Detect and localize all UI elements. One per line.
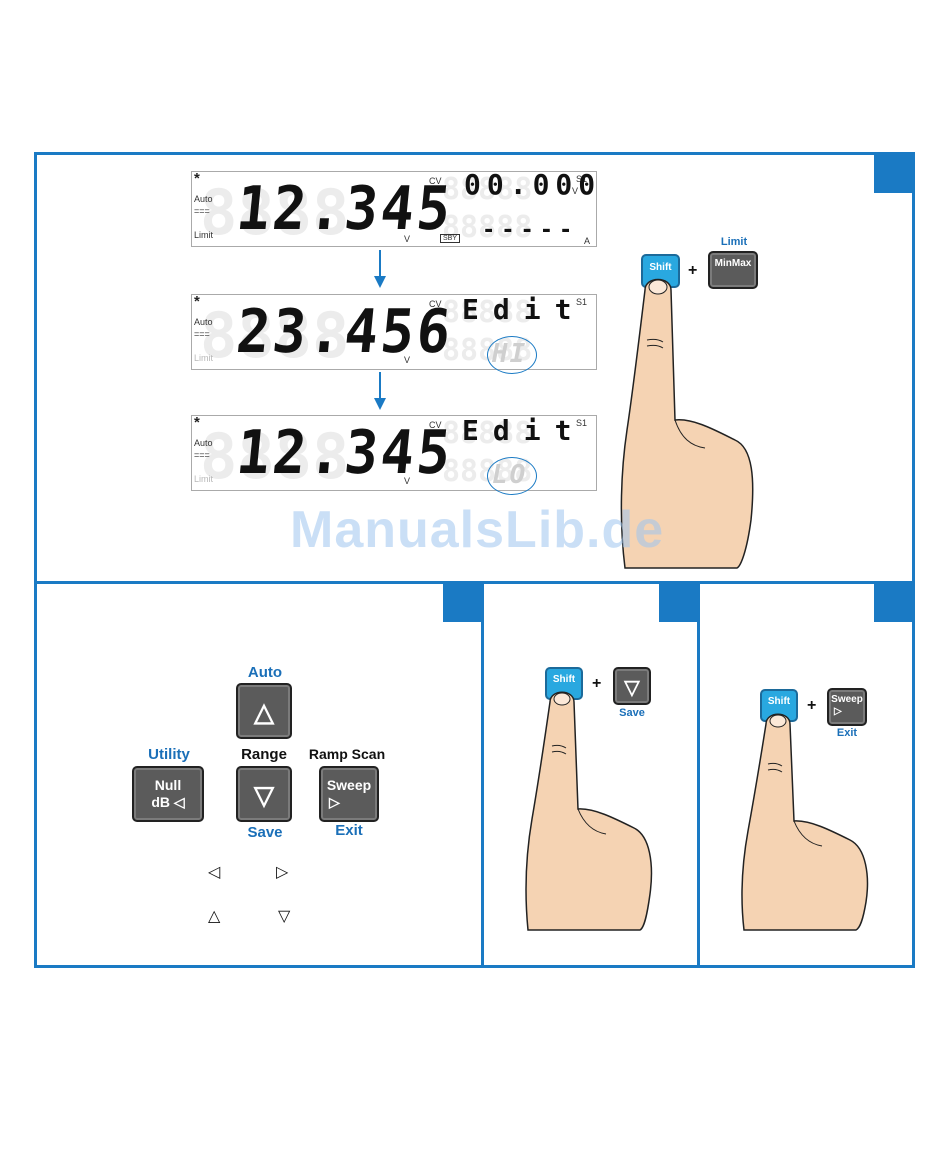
limit-label: Limit xyxy=(720,236,748,248)
left-arrow-icon: ◁ xyxy=(208,864,221,881)
s1-annunciator: S1 xyxy=(576,418,588,428)
step-marker-left xyxy=(443,584,481,622)
main-unit: V xyxy=(404,355,411,365)
range-label: Range xyxy=(241,746,287,763)
shift-key-label: Shift xyxy=(552,674,576,685)
shift-key-label: Shift xyxy=(767,696,791,707)
edit-label: Edit xyxy=(462,294,586,326)
exit-label: Exit xyxy=(836,727,858,739)
down-triangle-icon: ▽ xyxy=(624,677,640,699)
highlight-lo xyxy=(487,457,537,495)
sweep-key[interactable]: Sweep ▷ xyxy=(319,766,379,822)
up-arrow-icon: △ xyxy=(208,908,221,925)
sweep-right-icon: ▷ xyxy=(329,794,340,810)
main-reading: 12.345 xyxy=(233,418,457,488)
voltage-setting-unit: V xyxy=(572,186,579,196)
utility-label: Utility xyxy=(148,746,190,763)
down-arrow-2 xyxy=(374,372,386,410)
range-down-key[interactable]: ▽ xyxy=(236,766,292,822)
cv-annunciator: CV xyxy=(429,176,442,186)
db-key-label: dB ◁ xyxy=(151,794,185,810)
ramp-scan-label: Ramp Scan xyxy=(308,746,386,762)
main-reading: 23.456 xyxy=(233,297,457,367)
voltage-setting: 00.000 xyxy=(464,171,597,201)
minmax-key-label: MinMax xyxy=(714,258,752,269)
dc-annunciator: === xyxy=(194,206,210,216)
down-arrow-1 xyxy=(374,250,386,288)
auto-label: Auto xyxy=(247,664,283,681)
sby-annunciator: SBY xyxy=(440,234,461,243)
cv-annunciator: CV xyxy=(429,299,442,309)
auto-annunciator: Auto xyxy=(194,438,213,448)
exit-label: Exit xyxy=(335,822,363,839)
current-setting: ----- xyxy=(482,218,579,243)
pressing-hand xyxy=(741,713,869,931)
step-marker-top xyxy=(874,155,912,193)
sweep-key[interactable]: Sweep ▷ xyxy=(827,688,867,726)
edit-label: Edit xyxy=(462,415,586,447)
cv-annunciator: CV xyxy=(429,420,442,430)
down-arrow-icon: ▽ xyxy=(278,908,291,925)
right-arrow-icon: ▷ xyxy=(276,864,289,881)
null-db-key[interactable]: Null dB ◁ xyxy=(132,766,204,822)
save-label: Save xyxy=(247,824,283,841)
sweep-key-label: Sweep xyxy=(831,694,863,705)
dc-annunciator: === xyxy=(194,450,210,460)
step-marker-right xyxy=(874,584,912,622)
auto-annunciator: Auto xyxy=(194,194,213,204)
pressing-hand xyxy=(620,278,754,569)
watermark: ManualsLib.de xyxy=(290,501,665,559)
star-indicator: * xyxy=(194,294,200,310)
pressing-hand xyxy=(525,691,653,931)
plus-sign: + xyxy=(592,675,602,692)
null-key-label: Null xyxy=(154,777,182,793)
star-indicator: * xyxy=(194,171,200,187)
auto-annunciator: Auto xyxy=(194,317,213,327)
down-triangle-icon: ▽ xyxy=(254,780,274,810)
plus-sign: + xyxy=(688,262,698,279)
shift-key-label: Shift xyxy=(649,262,672,273)
sweep-right-icon: ▷ xyxy=(834,706,842,717)
limit-annunciator: Limit xyxy=(194,353,214,363)
highlight-hi xyxy=(487,336,537,374)
limit-annunciator: Limit xyxy=(194,230,214,240)
range-up-key[interactable]: △ xyxy=(236,683,292,739)
lcd-display-edit-hi: 8888 88888 88888 * Auto === Limit 23.456… xyxy=(191,294,597,370)
plus-sign: + xyxy=(807,697,817,714)
step-marker-middle xyxy=(659,584,697,622)
lcd-display-normal: 8888 88888 88888 * Auto === Limit 12.345… xyxy=(191,171,597,247)
main-reading: 12.345 xyxy=(233,174,457,244)
dc-annunciator: === xyxy=(194,329,210,339)
save-label: Save xyxy=(619,707,645,719)
main-unit: V xyxy=(404,476,411,486)
sweep-key-label: Sweep xyxy=(326,777,372,793)
main-unit: V xyxy=(404,234,411,244)
current-setting-unit: A xyxy=(584,236,591,246)
down-key[interactable]: ▽ xyxy=(613,667,651,705)
s1-annunciator: S1 xyxy=(576,297,588,307)
minmax-key[interactable]: MinMax xyxy=(708,251,758,289)
lcd-display-edit-lo: 8888 88888 88888 * Auto === Limit 12.345… xyxy=(191,415,597,491)
star-indicator: * xyxy=(194,415,200,431)
up-triangle-icon: △ xyxy=(254,697,274,727)
limit-annunciator: Limit xyxy=(194,474,214,484)
s1-annunciator: S1 xyxy=(576,174,588,184)
